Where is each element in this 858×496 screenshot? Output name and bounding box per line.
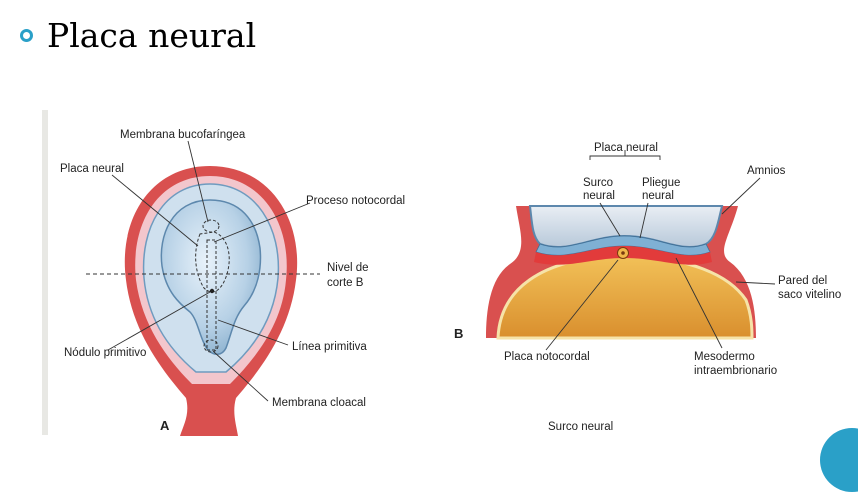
label-nivel-corte-2: corte B <box>327 277 364 289</box>
page-title: Placa neural <box>47 15 257 55</box>
label-membrana-cloacal: Membrana cloacal <box>272 397 366 409</box>
notochordal-process-outline <box>195 231 230 293</box>
label-pared-2: saco vitelino <box>778 289 841 301</box>
primitive-line <box>206 239 217 351</box>
placa-neural-bracket <box>589 150 661 160</box>
label-nodulo-primitivo: Nódulo primitivo <box>64 347 146 359</box>
label-surco-1: Surco <box>583 177 613 189</box>
figure-a: Membrana bucofaríngea Placa neural Proce… <box>42 110 405 436</box>
label-placa-neural-a: Placa neural <box>60 163 124 175</box>
label-placa-notocordal: Placa notocordal <box>504 351 590 363</box>
label-surco-neural-bottom: Surco neural <box>548 421 613 433</box>
label-mesodermo-2: intraembrionario <box>694 365 777 377</box>
figure-b: Placa neural Surco neural Pliegue neural… <box>454 142 841 433</box>
label-amnios: Amnios <box>747 165 786 177</box>
cloacal-membrane <box>203 339 219 353</box>
figure-a-edge <box>42 110 48 435</box>
label-pliegue-1: Pliegue <box>642 177 680 189</box>
notochordal-plate-core <box>621 251 625 255</box>
label-surco-2: neural <box>583 190 615 202</box>
label-nivel-corte-1: Nivel de <box>327 262 369 274</box>
slide-title: Placa neural <box>20 12 256 58</box>
label-proceso-notocordal: Proceso notocordal <box>306 195 405 207</box>
label-membrana-bucofaringea: Membrana bucofaríngea <box>120 129 246 141</box>
primitive-node <box>209 288 215 294</box>
figure-a-letter: A <box>160 418 170 433</box>
buccopharyngeal-membrane <box>202 219 220 233</box>
label-linea-primitiva: Línea primitiva <box>292 341 367 353</box>
label-pared-1: Pared del <box>778 275 827 287</box>
bullet-icon <box>20 28 33 42</box>
figure-b-letter: B <box>454 326 463 341</box>
label-placa-neural-b: Placa neural <box>594 142 658 154</box>
label-pliegue-2: neural <box>642 190 674 202</box>
label-mesodermo-1: Mesodermo <box>694 351 755 363</box>
